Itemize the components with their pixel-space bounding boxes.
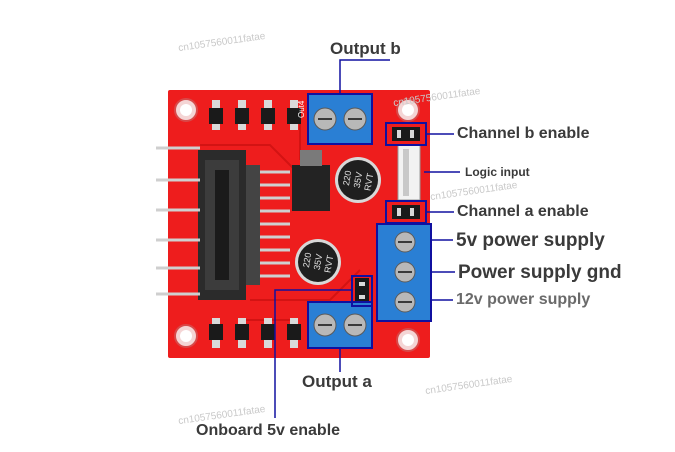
label-logic-input: Logic input bbox=[465, 165, 530, 179]
cap-top-line-3: RVT bbox=[362, 172, 375, 192]
voltage-regulator bbox=[292, 150, 330, 211]
onboard-5v-jumper bbox=[355, 278, 369, 304]
cap-bottom-line-2: 35V bbox=[312, 253, 325, 271]
left-side-pins bbox=[156, 146, 200, 296]
label-12v-power-supply: 12v power supply bbox=[456, 291, 591, 308]
label-channel-b-enable: Channel b enable bbox=[457, 125, 590, 142]
label-channel-a-enable: Channel a enable bbox=[457, 203, 589, 220]
capacitor-bottom: 220 35V RVT bbox=[295, 239, 341, 285]
channel-b-jumper bbox=[392, 127, 420, 141]
label-output-b: Output b bbox=[330, 39, 401, 58]
output-a-terminal bbox=[309, 303, 371, 347]
bottom-diodes bbox=[209, 318, 301, 348]
logic-input-header bbox=[397, 144, 421, 201]
out4-marking: Out4 bbox=[297, 100, 306, 118]
power-terminal bbox=[378, 225, 430, 320]
label-output-a: Output a bbox=[302, 372, 372, 391]
top-diodes bbox=[209, 100, 301, 130]
cap-top-line-1: 220 bbox=[341, 170, 353, 187]
leader-lines bbox=[274, 59, 460, 418]
mounting-holes bbox=[174, 98, 420, 352]
cap-bottom-line-3: RVT bbox=[322, 254, 335, 274]
channel-a-jumper bbox=[392, 205, 420, 219]
capacitor-top: 220 35V RVT bbox=[335, 157, 381, 203]
heatsink-pins bbox=[260, 170, 290, 278]
cap-bottom-line-1: 220 bbox=[301, 252, 313, 269]
label-5v-power-supply: 5v power supply bbox=[456, 230, 605, 251]
label-onboard-5v-enable: Onboard 5v enable bbox=[196, 422, 341, 439]
l298n-heatsink bbox=[198, 150, 260, 300]
cap-top-line-2: 35V bbox=[352, 171, 365, 189]
label-power-supply-gnd: Power supply gnd bbox=[458, 262, 622, 283]
output-b-terminal bbox=[309, 95, 371, 143]
